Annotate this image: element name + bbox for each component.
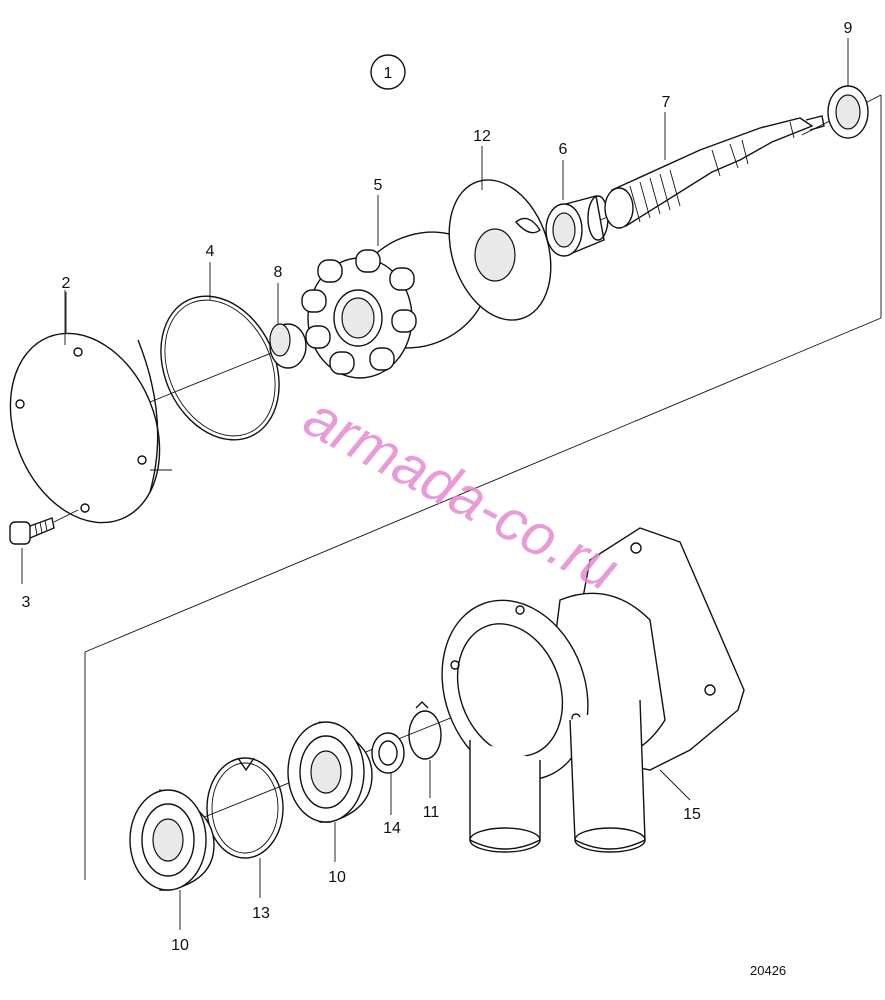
part-plug <box>269 323 307 369</box>
callout-12: 12 <box>473 128 491 145</box>
callout-labels: 2 3 4 5 6 7 8 9 12 10 10 11 13 14 15 <box>22 20 853 954</box>
part-bushing <box>545 195 609 257</box>
callout-3: 3 <box>22 594 31 611</box>
watermark-text: armada-co.ru <box>294 384 629 603</box>
group-marker-label: 1 <box>384 65 393 82</box>
callout-2: 2 <box>62 275 71 292</box>
part-cover-plate <box>9 290 172 524</box>
part-shaft <box>604 115 825 229</box>
callout-11: 11 <box>423 804 440 821</box>
figure-number: 20426 <box>750 963 786 978</box>
part-cam-plate <box>448 179 552 321</box>
part-bearing-lower <box>129 789 215 891</box>
part-o-ring <box>160 295 280 441</box>
callout-10-upper: 10 <box>328 869 346 886</box>
callout-14: 14 <box>383 820 401 837</box>
group-marker: 1 <box>370 54 406 90</box>
part-washer <box>371 732 405 774</box>
callout-15: 15 <box>683 806 701 823</box>
callout-8: 8 <box>274 264 283 281</box>
callout-4: 4 <box>206 243 215 260</box>
callout-13: 13 <box>252 905 270 922</box>
callout-7: 7 <box>662 94 671 111</box>
leader-lines <box>21 38 849 930</box>
part-bearing-upper <box>287 721 373 823</box>
callout-6: 6 <box>559 141 568 158</box>
callout-10-lower: 10 <box>171 937 189 954</box>
part-retaining-ring <box>206 757 284 859</box>
part-screw <box>9 509 79 545</box>
part-pump-housing <box>441 527 745 853</box>
callout-9: 9 <box>844 20 853 37</box>
part-circlip <box>408 701 442 760</box>
part-seal-ring <box>827 85 869 139</box>
callout-5: 5 <box>374 177 383 194</box>
